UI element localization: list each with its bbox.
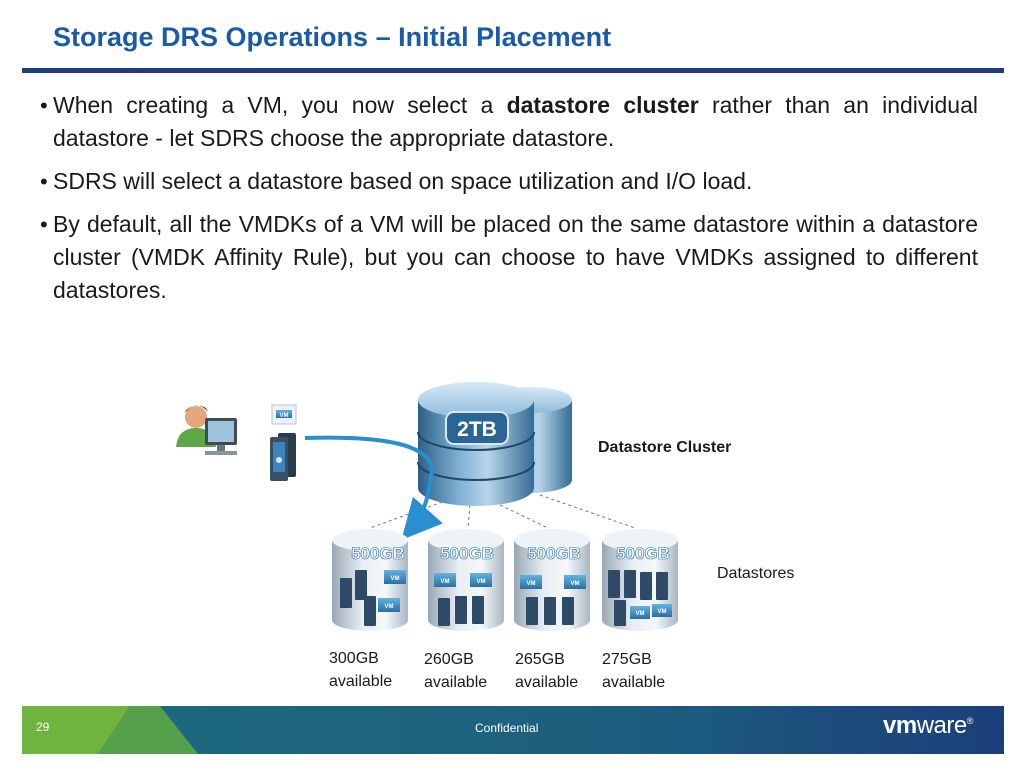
available-amount: 300GB [329, 650, 379, 667]
available-word: available [515, 674, 578, 691]
datastore-size-label: 500GB [351, 544, 405, 563]
datastore-size-label: 500GB [527, 544, 581, 563]
available-word: available [602, 674, 665, 691]
datastore-1 [332, 529, 408, 631]
bullet-text: By default, all the VMDKs of a VM will b… [53, 211, 978, 303]
vm-badge-text: VM [636, 611, 645, 617]
available-word: available [329, 673, 392, 690]
bullet-item: SDRS will select a datastore based on sp… [40, 165, 978, 198]
bullet-item: By default, all the VMDKs of a VM will b… [40, 208, 978, 307]
datastore-2 [428, 529, 504, 631]
datastore-4 [602, 529, 678, 631]
vm-icon: VM [270, 404, 297, 481]
slide-title: Storage DRS Operations – Initial Placeme… [53, 22, 612, 52]
available-amount: 275GB [602, 651, 652, 668]
bullet-text: SDRS will select a datastore based on sp… [53, 168, 753, 194]
datastores-label: Datastores [717, 565, 794, 582]
page-number: 29 [36, 720, 50, 734]
datastore-size-label: 500GB [440, 544, 494, 563]
bullet-list: When creating a VM, you now select a dat… [40, 89, 978, 317]
vm-badge-text: VM [441, 579, 450, 585]
logo-registered-mark: ® [966, 716, 974, 726]
vm-badge-text: VM [571, 581, 580, 587]
vm-badge-text: VM [658, 609, 667, 615]
logo-ware-text: ware [916, 712, 968, 739]
datastore-size-label: 500GB [616, 544, 670, 563]
datastore-cluster-icon: 2TB [417, 382, 572, 506]
vm-badge-text: VM [477, 579, 486, 585]
bullet-item: When creating a VM, you now select a dat… [40, 89, 978, 155]
vm-badge-text: VM [280, 413, 289, 419]
available-word: available [424, 674, 487, 691]
user-computer-icon [176, 405, 237, 455]
bullet-text: rather than an individual datastore - le… [53, 92, 978, 151]
confidential-label: Confidential [475, 721, 539, 735]
footer-bar [22, 706, 1004, 754]
available-amount: 265GB [515, 651, 565, 668]
vmware-logo: vmware® [883, 712, 973, 740]
bullet-text: When creating a VM, you now select a [53, 92, 507, 118]
datastore-cluster-label: Datastore Cluster [598, 439, 731, 456]
datastore-3 [514, 529, 590, 631]
vm-badge-text: VM [391, 576, 400, 582]
vm-badge-text: VM [385, 604, 394, 610]
title-divider [22, 68, 1004, 73]
bullet-bold-text: datastore cluster [506, 92, 699, 118]
logo-vm-text: vm [883, 712, 917, 739]
cluster-capacity: 2TB [457, 418, 497, 441]
placement-arrow [304, 435, 443, 540]
available-amount: 260GB [424, 651, 474, 668]
vm-badge-text: VM [527, 581, 536, 587]
